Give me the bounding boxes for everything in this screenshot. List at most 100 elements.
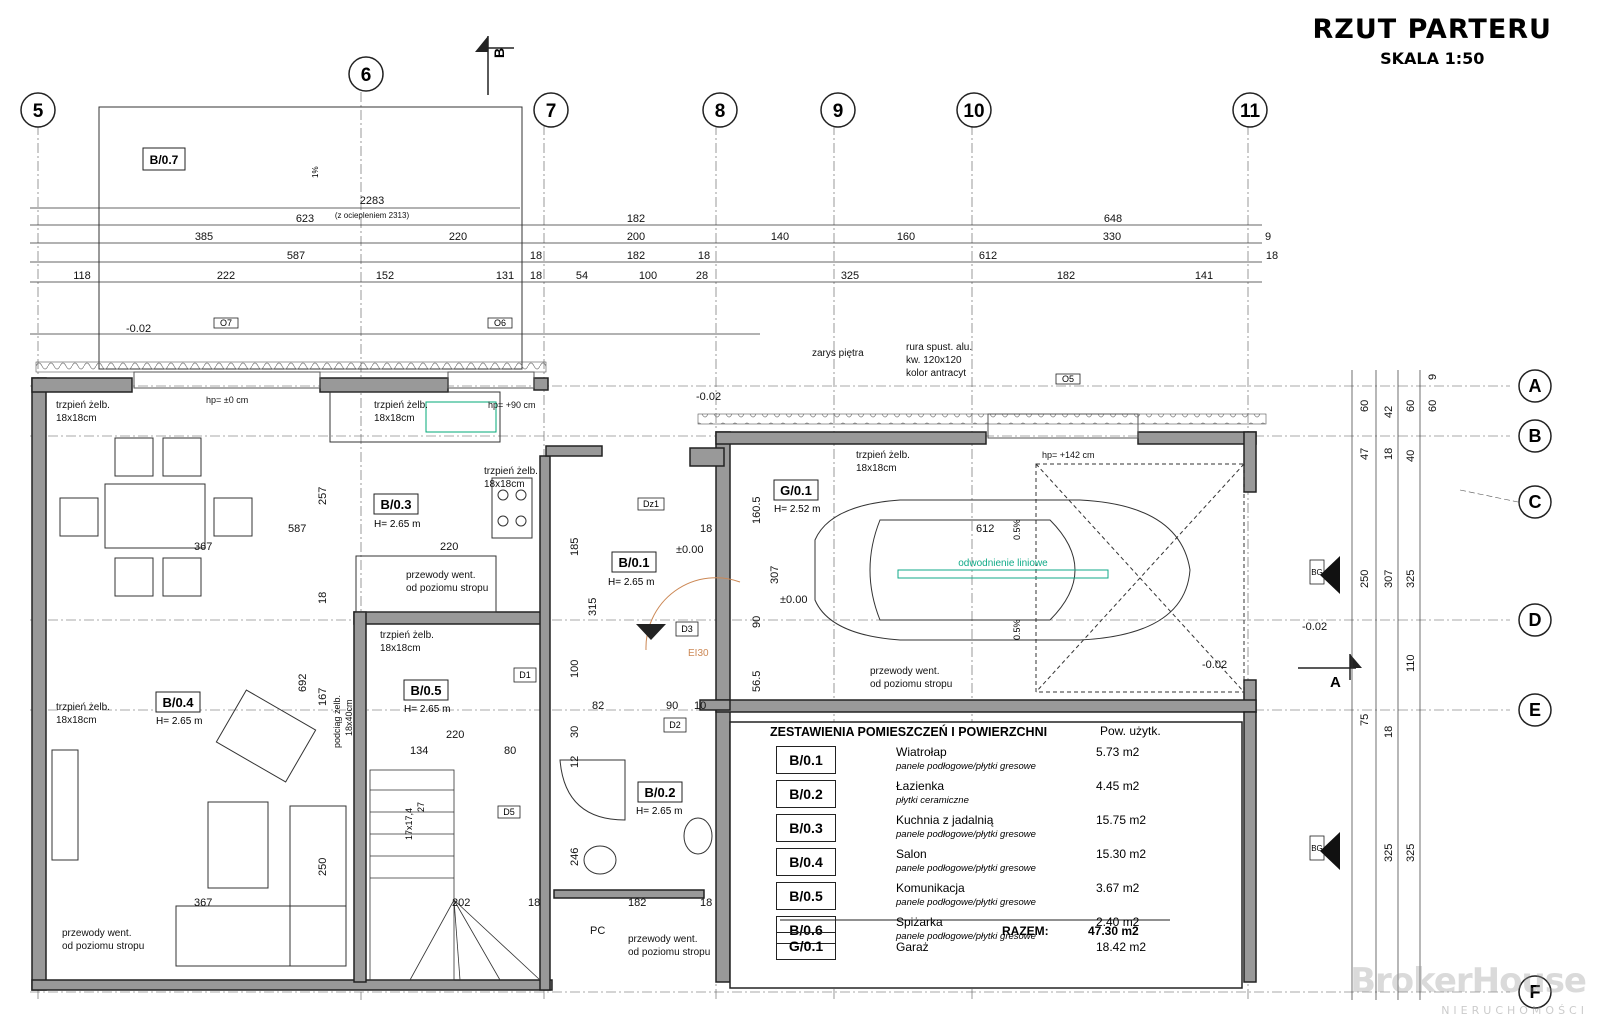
svg-text:367: 367 bbox=[194, 897, 212, 909]
room-b05: B/0.5 bbox=[410, 683, 441, 698]
room-floor: płytki ceramiczne bbox=[896, 795, 969, 806]
svg-text:167: 167 bbox=[317, 688, 329, 706]
room-area: 18.42 m2 bbox=[1096, 940, 1147, 954]
room-code: B/0.3 bbox=[776, 814, 836, 842]
axis-bubbles-top: 5 6 7 8 9 10 11 bbox=[20, 56, 1268, 128]
svg-text:przewody went.: przewody went. bbox=[870, 666, 939, 677]
room-floor: panele podłogowe/płytki gresowe bbox=[896, 897, 1036, 908]
room-floor: panele podłogowe/płytki gresowe bbox=[896, 761, 1036, 772]
svg-text:185: 185 bbox=[569, 538, 581, 556]
svg-text:±0.00: ±0.00 bbox=[780, 594, 807, 606]
svg-text:18: 18 bbox=[317, 592, 329, 604]
svg-text:140: 140 bbox=[771, 231, 789, 243]
svg-text:257: 257 bbox=[317, 487, 329, 505]
svg-text:O5: O5 bbox=[1062, 374, 1074, 384]
axis-C: C bbox=[1518, 485, 1552, 519]
svg-text:325: 325 bbox=[1383, 844, 1395, 862]
svg-text:1%: 1% bbox=[311, 166, 320, 178]
svg-text:od poziomu stropu: od poziomu stropu bbox=[628, 947, 710, 958]
svg-text:160: 160 bbox=[897, 231, 915, 243]
svg-text:odwodnienie liniowe: odwodnienie liniowe bbox=[958, 558, 1048, 569]
svg-text:82: 82 bbox=[592, 700, 604, 712]
svg-text:30: 30 bbox=[569, 726, 581, 738]
room-b03: B/0.3 bbox=[380, 497, 411, 512]
svg-text:40: 40 bbox=[1405, 450, 1417, 462]
room-floor: panele podłogowe/płytki gresowe bbox=[896, 863, 1036, 874]
svg-text:9: 9 bbox=[833, 101, 844, 122]
car-outline bbox=[814, 463, 1245, 693]
svg-text:367: 367 bbox=[194, 541, 212, 553]
svg-text:Dz1: Dz1 bbox=[643, 499, 659, 509]
svg-text:18: 18 bbox=[698, 250, 710, 262]
svg-text:10: 10 bbox=[963, 101, 984, 122]
svg-text:D: D bbox=[1529, 610, 1542, 630]
svg-text:182: 182 bbox=[1057, 270, 1075, 282]
svg-text:PC: PC bbox=[590, 925, 605, 937]
room-name: Komunikacja bbox=[896, 881, 965, 895]
svg-text:18: 18 bbox=[530, 270, 542, 282]
svg-text:F: F bbox=[1530, 982, 1541, 1002]
svg-text:90: 90 bbox=[751, 616, 763, 628]
drawing-title: RZUT PARTERU SKALA 1:50 bbox=[1313, 14, 1552, 68]
svg-text:-0.02: -0.02 bbox=[126, 323, 151, 335]
svg-text:O7: O7 bbox=[220, 318, 232, 328]
svg-text:±0.00: ±0.00 bbox=[676, 544, 703, 556]
svg-text:325: 325 bbox=[841, 270, 859, 282]
svg-text:246: 246 bbox=[569, 848, 581, 866]
svg-text:trzpień żelb.: trzpień żelb. bbox=[856, 450, 910, 461]
svg-text:O6: O6 bbox=[494, 318, 506, 328]
svg-text:(z ociepleniem 2313): (z ociepleniem 2313) bbox=[335, 211, 410, 220]
svg-text:5: 5 bbox=[33, 101, 44, 122]
svg-text:182: 182 bbox=[627, 250, 645, 262]
svg-text:6: 6 bbox=[361, 65, 372, 86]
axis-7: 7 bbox=[533, 92, 569, 128]
svg-text:BG: BG bbox=[1311, 844, 1323, 853]
svg-text:250: 250 bbox=[1359, 570, 1371, 588]
section-mark-b: B bbox=[475, 36, 514, 95]
svg-text:182: 182 bbox=[628, 897, 646, 909]
svg-text:200: 200 bbox=[627, 231, 645, 243]
svg-text:hp= +90 cm: hp= +90 cm bbox=[488, 400, 536, 410]
room-area: 2.40 m2 bbox=[1096, 915, 1140, 929]
svg-text:12: 12 bbox=[569, 756, 581, 768]
schedule-row-garage: G/0.1 Garaż 18.42 m2 bbox=[776, 930, 1196, 960]
svg-text:0.5%: 0.5% bbox=[1012, 519, 1022, 540]
svg-text:75: 75 bbox=[1359, 714, 1371, 726]
section-mark-a: A bbox=[1298, 654, 1362, 691]
svg-text:BG: BG bbox=[1311, 568, 1323, 577]
svg-text:220: 220 bbox=[449, 231, 467, 243]
svg-text:182: 182 bbox=[627, 213, 645, 225]
svg-text:hp= ±0 cm: hp= ±0 cm bbox=[206, 395, 248, 405]
room-code: B/0.4 bbox=[776, 848, 836, 876]
axis-B: B bbox=[1518, 419, 1552, 453]
svg-text:587: 587 bbox=[288, 523, 306, 535]
svg-text:42: 42 bbox=[1383, 406, 1395, 418]
room-name: Wiatrołap bbox=[896, 745, 947, 759]
svg-text:18x18cm: 18x18cm bbox=[484, 479, 525, 490]
axis-bubbles-right: A B C D E F bbox=[1518, 369, 1552, 1009]
room-area: 3.67 m2 bbox=[1096, 881, 1140, 895]
svg-text:trzpień żelb.: trzpień żelb. bbox=[374, 400, 428, 411]
svg-text:17x17,4: 17x17,4 bbox=[404, 808, 414, 840]
svg-text:2283: 2283 bbox=[360, 195, 384, 207]
room-b07: B/0.7 bbox=[150, 153, 179, 167]
axis-D: D bbox=[1518, 603, 1552, 637]
svg-text:220: 220 bbox=[446, 729, 464, 741]
svg-text:47: 47 bbox=[1359, 448, 1371, 460]
svg-text:trzpień żelb.: trzpień żelb. bbox=[56, 400, 110, 411]
svg-text:H= 2.65 m: H= 2.65 m bbox=[374, 519, 420, 530]
svg-text:trzpień żelb.: trzpień żelb. bbox=[380, 630, 434, 641]
svg-text:zarys piętra: zarys piętra bbox=[812, 348, 864, 359]
room-floor: panele podłogowe/płytki gresowe bbox=[896, 829, 1036, 840]
svg-text:587: 587 bbox=[287, 250, 305, 262]
svg-text:152: 152 bbox=[376, 270, 394, 282]
scale-text: SKALA 1:50 bbox=[1380, 49, 1485, 68]
svg-text:18: 18 bbox=[1383, 726, 1395, 738]
room-code: B/0.5 bbox=[776, 882, 836, 910]
dining-set bbox=[51, 437, 347, 967]
svg-text:18x18cm: 18x18cm bbox=[374, 413, 415, 424]
schedule-row: B/0.2 Łazienka płytki ceramiczne 4.45 m2 bbox=[776, 778, 1196, 808]
room-area: 4.45 m2 bbox=[1096, 779, 1140, 793]
svg-text:307: 307 bbox=[769, 566, 781, 584]
svg-text:podciąg żelb.: podciąg żelb. bbox=[332, 695, 342, 748]
